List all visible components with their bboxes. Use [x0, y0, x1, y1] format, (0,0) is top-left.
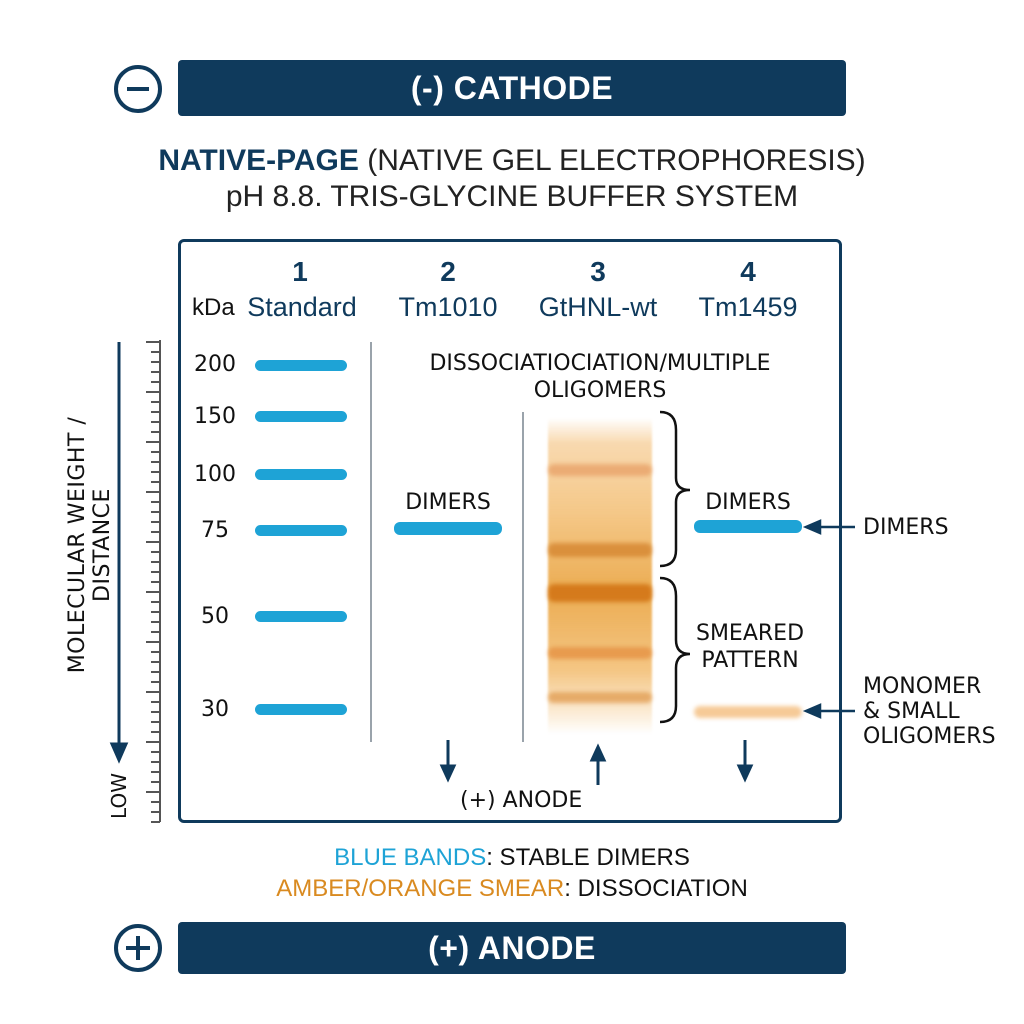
smear-band [548, 584, 652, 602]
marker-label: 75 [201, 518, 229, 543]
side-monomer-label: MONOMER & SMALL OLIGOMERS [863, 674, 996, 749]
smear-band [548, 543, 652, 557]
smeared-line1: SMEARED [695, 621, 805, 646]
standard-band [255, 469, 347, 480]
smear-band [548, 692, 652, 703]
legend-blue-key: BLUE BANDS [334, 844, 487, 871]
lane-2-dimers-label: DIMERS [405, 490, 491, 515]
monomer-line3: OLIGOMERS [863, 724, 996, 749]
marker-label: 30 [201, 697, 229, 722]
lane-4-name: Tm1459 [698, 292, 798, 322]
smeared-pattern-label: SMEARED PATTERN [688, 620, 812, 674]
title-rest: (NATIVE GEL ELECTROPHORESIS) [358, 144, 866, 177]
legend-amber-key: AMBER/ORANGE SMEAR [276, 875, 565, 902]
kda-unit: kDa [192, 294, 235, 321]
title-strong: NATIVE-PAGE [158, 144, 359, 177]
diagram-title: NATIVE-PAGE (NATIVE GEL ELECTROPHORESIS) [0, 144, 1024, 178]
diagram-subtitle: pH 8.8. TRIS-GLYCINE BUFFER SYSTEM [225, 180, 799, 213]
anode-label: (+) ANODE [428, 929, 596, 966]
smear-band [548, 647, 652, 659]
lane-4-monomer-band [694, 706, 802, 718]
lane-2-number: 2 [440, 256, 456, 287]
cathode-bar: (-) CATHODE [178, 60, 846, 116]
legend-amber-value: : DISSOCIATION [564, 875, 748, 902]
side-dimers-label: DIMERS [863, 515, 949, 540]
lane-2-dimer-band [394, 522, 502, 535]
monomer-line2: & SMALL [863, 699, 960, 724]
plus-circle-icon [114, 924, 162, 972]
inner-anode-label: (+) ANODE [460, 788, 583, 813]
lane-1-name: Standard [247, 292, 357, 322]
minus-circle-icon [114, 65, 162, 113]
gel-frame [178, 239, 842, 823]
lane-3-number: 3 [590, 256, 606, 287]
ruler-ticks [146, 341, 160, 823]
standard-band [255, 525, 347, 536]
standard-band [255, 611, 347, 622]
marker-label: 150 [194, 404, 236, 429]
standard-band [255, 360, 347, 371]
standard-band [255, 411, 347, 422]
lane-3-top-annotation: DISSOCIATIOCIATION/MULTIPLE OLIGOMERS [400, 350, 800, 404]
lane-1-number: 1 [292, 256, 308, 287]
lane-3-top-line2: OLIGOMERS [533, 378, 667, 403]
smear-band [548, 464, 652, 476]
legend-blue: BLUE BANDS: STABLE DIMERS [0, 844, 1024, 872]
lane-separator [522, 412, 524, 742]
anode-bar: (+) ANODE [178, 922, 846, 974]
axis-label: MOLECULAR WEIGHT / DISTANCE [65, 416, 115, 674]
monomer-line1: MONOMER [863, 674, 982, 699]
lane-4-dimers-label: DIMERS [705, 490, 791, 515]
legend-blue-value: : STABLE DIMERS [486, 844, 690, 871]
legend-amber: AMBER/ORANGE SMEAR: DISSOCIATION [0, 875, 1024, 903]
cathode-label: (-) CATHODE [410, 69, 614, 106]
smeared-line2: PATTERN [701, 648, 799, 673]
marker-label: 200 [194, 352, 236, 377]
marker-label: 100 [194, 462, 236, 487]
lane-separator [370, 342, 372, 742]
standard-band [255, 704, 347, 715]
lane-2-name: Tm1010 [398, 292, 498, 322]
lane-4-dimer-band [694, 520, 802, 533]
lane-3-name: GtHNL-wt [538, 292, 658, 322]
marker-label: 50 [201, 604, 229, 629]
lane-4-number: 4 [740, 256, 756, 287]
lane-3-top-line1: DISSOCIATIOCIATION/MULTIPLE [429, 351, 771, 376]
axis-low-label: LOW [106, 773, 131, 819]
